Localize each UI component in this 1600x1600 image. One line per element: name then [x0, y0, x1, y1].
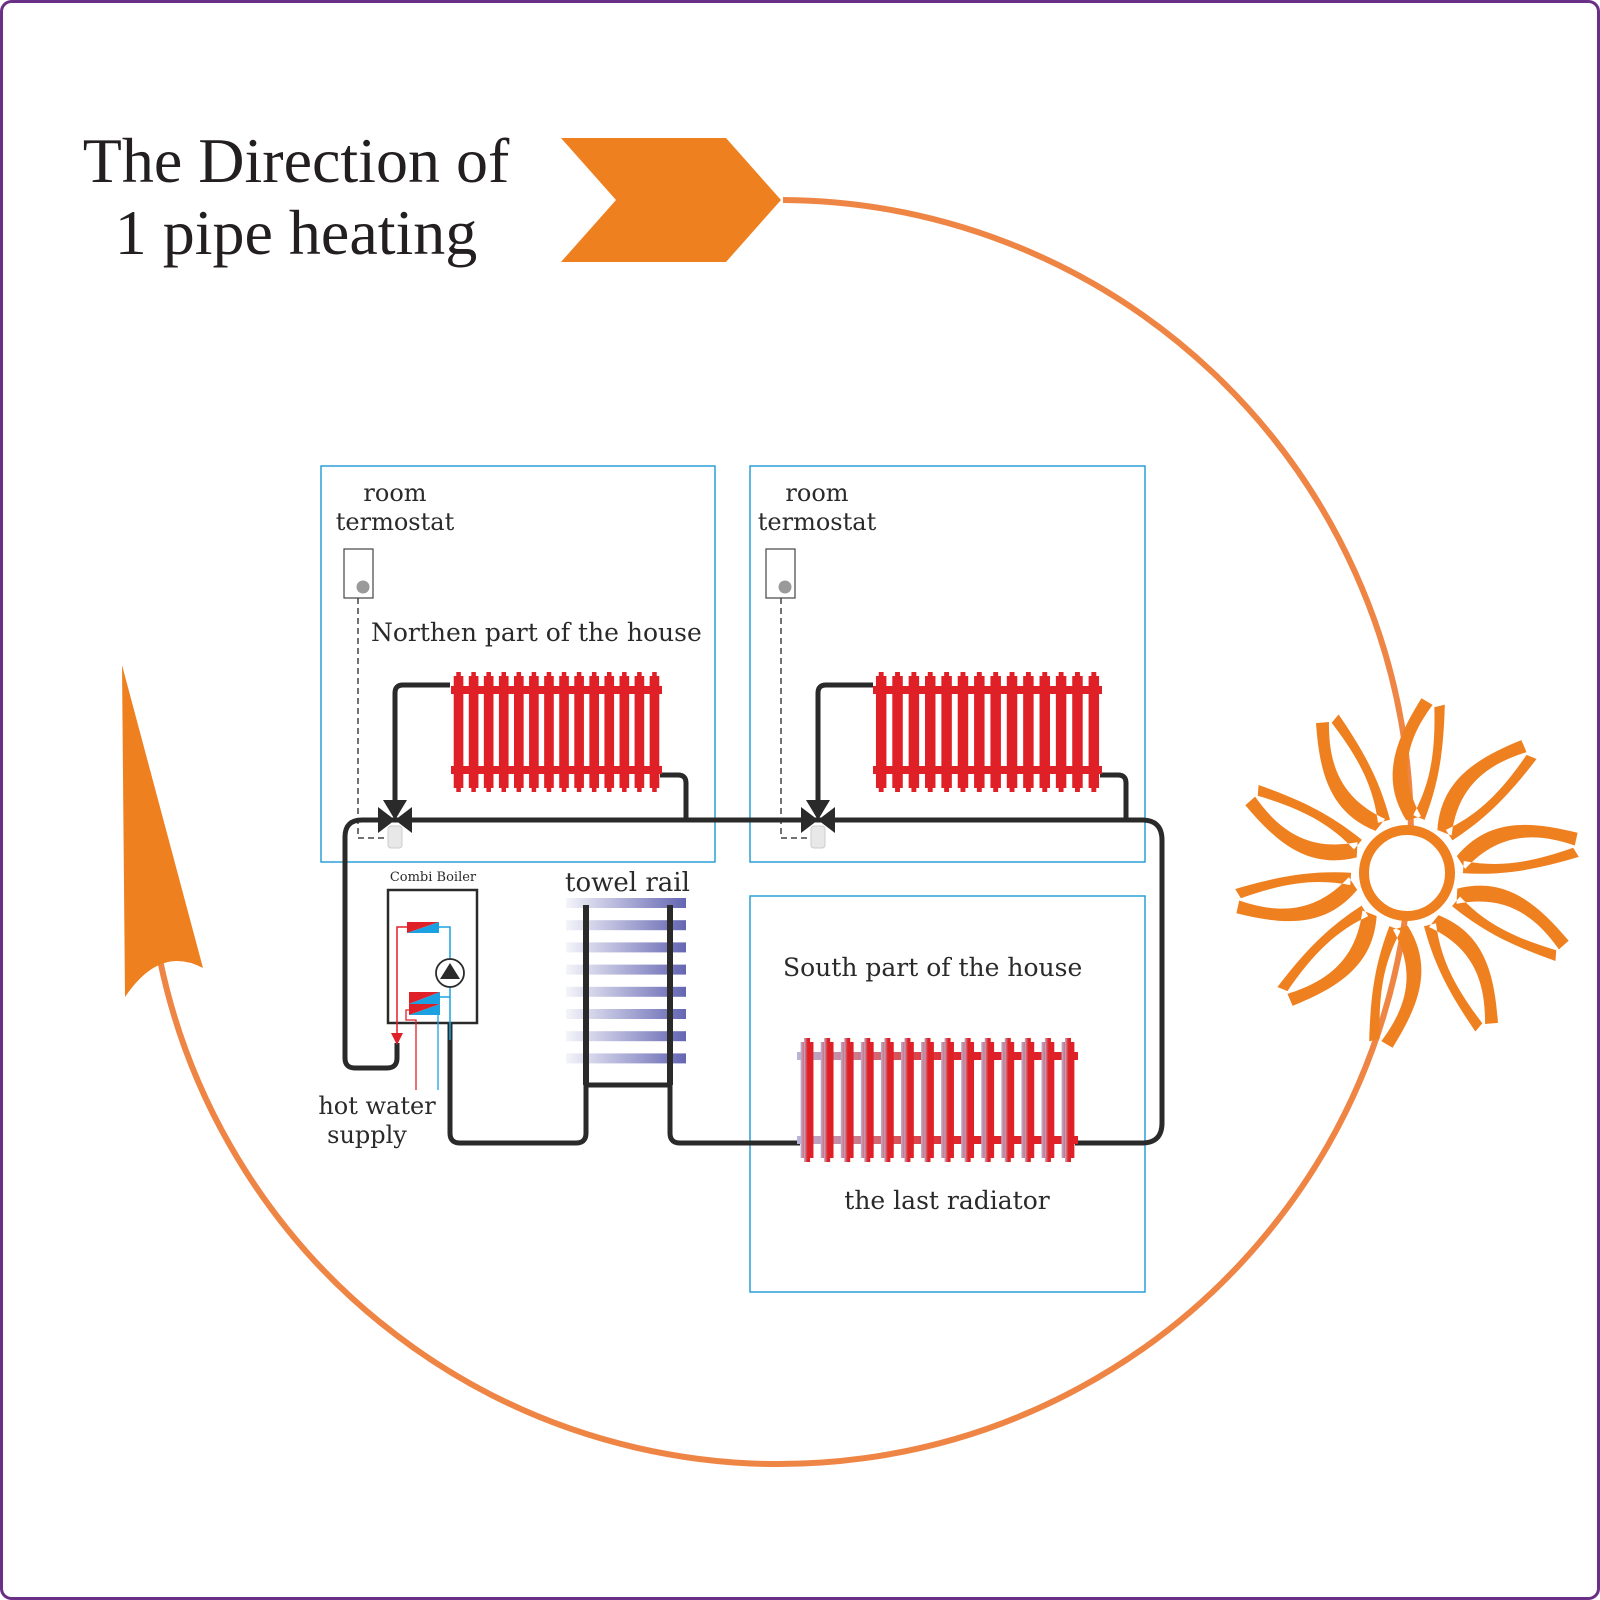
towel-bar	[566, 920, 686, 931]
pump-icon	[435, 958, 465, 988]
sun-ray	[1316, 714, 1391, 831]
sun-ray	[1245, 785, 1362, 861]
sun-icon	[1235, 698, 1579, 1048]
hot-water-label-1: hot water	[318, 1092, 436, 1120]
sun-ray	[1277, 905, 1377, 1006]
south-label: South part of the house	[783, 953, 1082, 982]
last-radiator-label: the last radiator	[844, 1186, 1049, 1215]
towel-bar	[566, 1031, 686, 1042]
sun-ray	[1437, 740, 1537, 841]
towel-bar	[566, 1009, 686, 1019]
room-north-right	[749, 465, 1146, 863]
towel-rail-label: towel rail	[565, 868, 690, 898]
thermostat-left-label-1: room	[363, 479, 426, 507]
radiator-north-right	[873, 672, 1102, 792]
radiator-last	[797, 1038, 1078, 1162]
room-north-left	[320, 465, 716, 863]
towel-bar	[566, 1053, 686, 1064]
sun-ray	[1369, 925, 1422, 1048]
thermostat-left-label-2: termostat	[336, 508, 455, 536]
three-way-valve-right[interactable]	[801, 800, 835, 849]
thermostat-right-label-1: room	[785, 479, 848, 507]
towel-rail	[566, 898, 686, 1085]
arrowhead-icon	[122, 665, 203, 997]
north-label: Northen part of the house	[371, 618, 702, 647]
towel-bar	[566, 942, 686, 953]
hot-water-label-2: supply	[327, 1121, 407, 1149]
sun-ray	[1423, 915, 1498, 1032]
sun-ray	[1452, 885, 1569, 961]
direction-arc	[157, 197, 1414, 1467]
thermostat-right-label-2: termostat	[758, 508, 877, 536]
towel-bar	[566, 898, 686, 908]
boiler-label: Combi Boiler	[390, 870, 477, 885]
room-thermostat-left[interactable]	[343, 548, 385, 839]
title-line-2: 1 pipe heating	[115, 197, 478, 268]
towel-bar	[566, 986, 686, 997]
radiator-north-left	[451, 672, 662, 792]
room-south	[749, 895, 1146, 1293]
three-way-valve-left[interactable]	[378, 800, 412, 849]
sun-ray	[1392, 698, 1445, 821]
room-thermostat-right[interactable]	[765, 548, 808, 839]
towel-bar	[566, 964, 686, 975]
chevron-arrow-icon	[561, 138, 781, 262]
sun-ray	[1235, 872, 1358, 922]
combi-boiler	[386, 888, 479, 1090]
title-line-1: The Direction of	[83, 125, 510, 196]
pipework	[342, 682, 1165, 1146]
sun-ray	[1456, 824, 1579, 874]
